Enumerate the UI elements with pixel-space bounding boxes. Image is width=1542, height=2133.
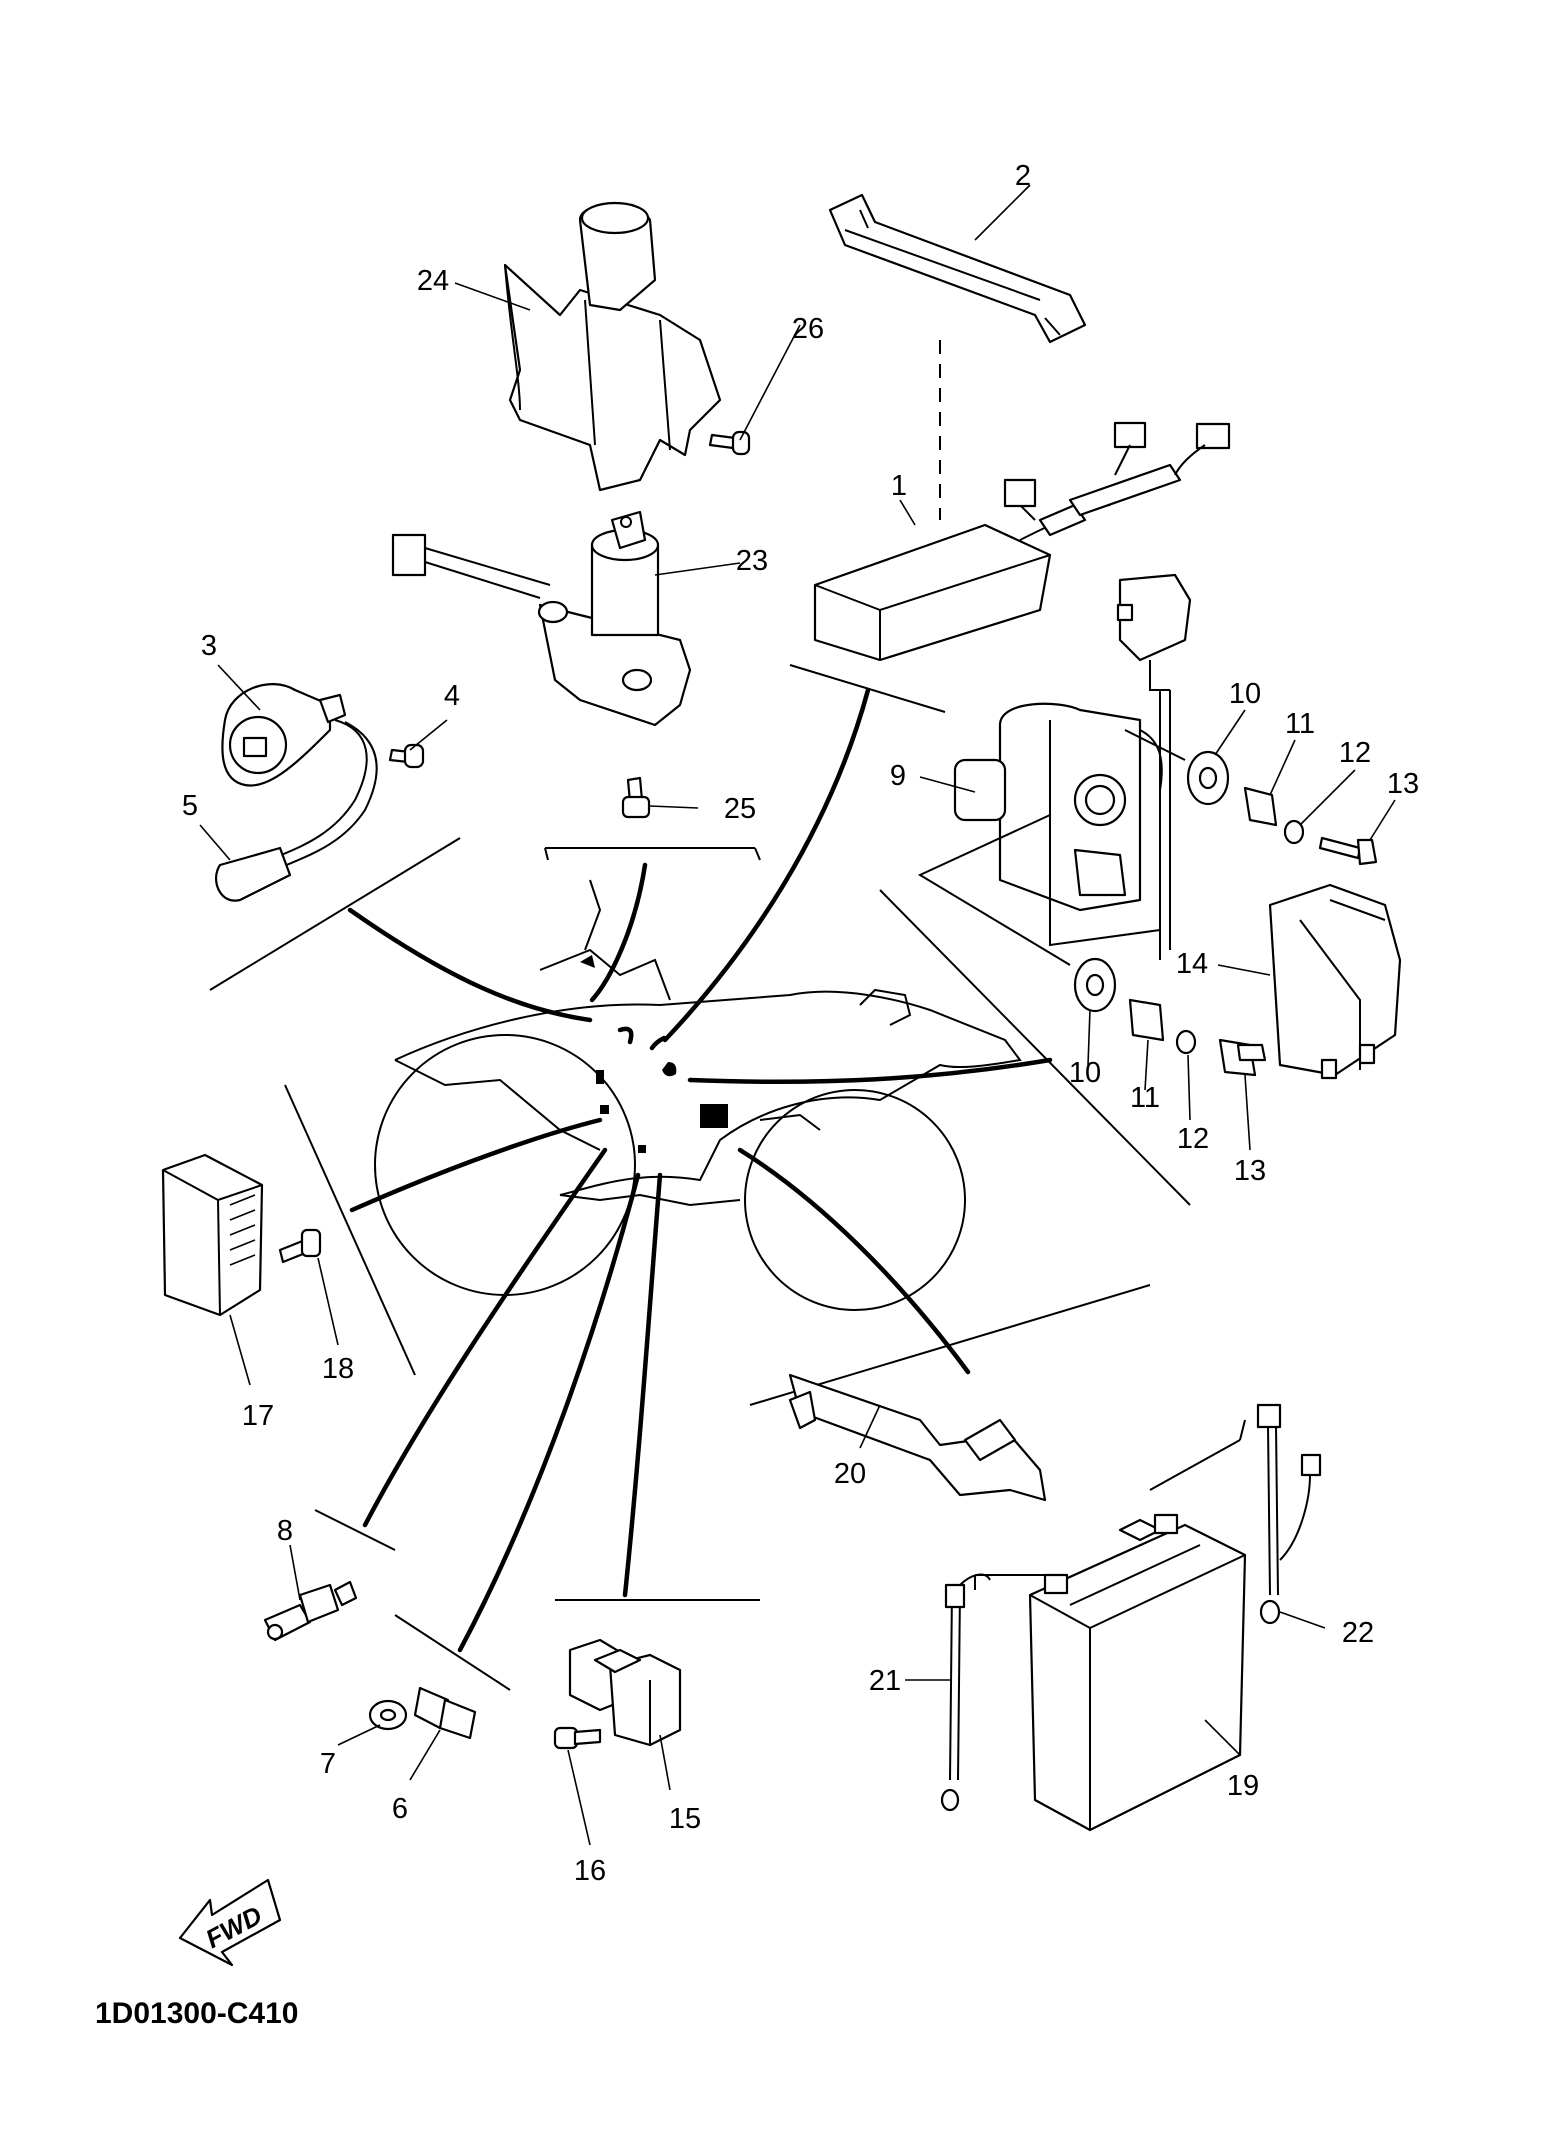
part-9-relay-assembly (953, 573, 1192, 960)
callout-11-lower: 11 (1130, 1082, 1160, 1114)
part-6-bolt (413, 1686, 477, 1740)
part-4-screw (388, 743, 425, 769)
part-20-battery-holder (788, 1373, 1047, 1502)
callout-13-upper: 13 (1387, 768, 1419, 800)
callout-12-upper: 12 (1339, 737, 1371, 769)
callout-7: 7 (320, 1748, 336, 1780)
callout-16: 16 (574, 1855, 606, 1887)
parts-10-13-lower (1073, 957, 1267, 1077)
part-24-cover (503, 201, 722, 492)
part-2-battery-strap (828, 193, 1087, 520)
diagram-code: 1D01300-C410 (95, 1997, 298, 2030)
guide-lines (209, 664, 1191, 1691)
callout-2: 2 (1015, 160, 1031, 192)
part-23-ignition-switch (391, 510, 692, 727)
callout-4: 4 (444, 680, 460, 712)
callout-11-upper: 11 (1285, 708, 1315, 740)
part-14-cover (1268, 883, 1402, 1080)
part-9-bracket-line (917, 814, 1071, 966)
motorcycle-silhouette (374, 879, 1022, 1311)
part-15-relay (568, 1638, 682, 1747)
callout-10-lower: 10 (1069, 1057, 1101, 1089)
callout-18: 18 (322, 1353, 354, 1385)
callout-26: 26 (792, 313, 824, 345)
callout-leaders (199, 184, 1396, 1846)
callout-10-upper: 10 (1229, 678, 1261, 710)
part-22-battery-cable (1149, 1403, 1322, 1625)
part-26-screw (708, 430, 751, 456)
callout-21: 21 (869, 1665, 901, 1697)
callout-19: 19 (1227, 1770, 1259, 1802)
callout-20: 20 (834, 1458, 866, 1490)
part-1-control-box (813, 421, 1231, 662)
part-5-plug-cap (215, 719, 378, 902)
callout-25: 25 (724, 793, 756, 825)
callout-17: 17 (242, 1400, 274, 1432)
fwd-arrow: FWD (178, 1878, 282, 1967)
parts-10-13-upper (1186, 750, 1378, 866)
callout-1: 1 (891, 470, 907, 502)
callout-12-lower: 12 (1177, 1123, 1209, 1155)
location-markers (580, 955, 728, 1153)
callout-24: 24 (417, 265, 449, 297)
callout-6: 6 (392, 1793, 408, 1825)
part-18-bolt (278, 1228, 322, 1264)
part-19-battery (1028, 1513, 1247, 1832)
callout-15: 15 (669, 1803, 701, 1835)
callout-22: 22 (1342, 1617, 1374, 1649)
callout-23: 23 (736, 545, 768, 577)
part-7-washer (368, 1699, 408, 1731)
callout-5: 5 (182, 790, 198, 822)
callout-14: 14 (1176, 948, 1208, 980)
callout-8: 8 (277, 1515, 293, 1547)
part-21-battery-cable (940, 1573, 1050, 1812)
part-17-regulator (161, 1153, 264, 1317)
part-9-leader-top (1124, 729, 1186, 761)
part-16-bolt (553, 1726, 602, 1750)
part-25-bolt (621, 776, 651, 819)
callout-13-lower: 13 (1234, 1155, 1266, 1187)
callout-9: 9 (890, 760, 906, 792)
part-8-sensor (263, 1580, 358, 1642)
callout-labels: 1 2 3 4 5 6 7 8 9 10 11 12 13 14 15 16 1… (182, 160, 1419, 1887)
part-3-ignition-coil (221, 683, 347, 787)
callout-3: 3 (201, 630, 217, 662)
